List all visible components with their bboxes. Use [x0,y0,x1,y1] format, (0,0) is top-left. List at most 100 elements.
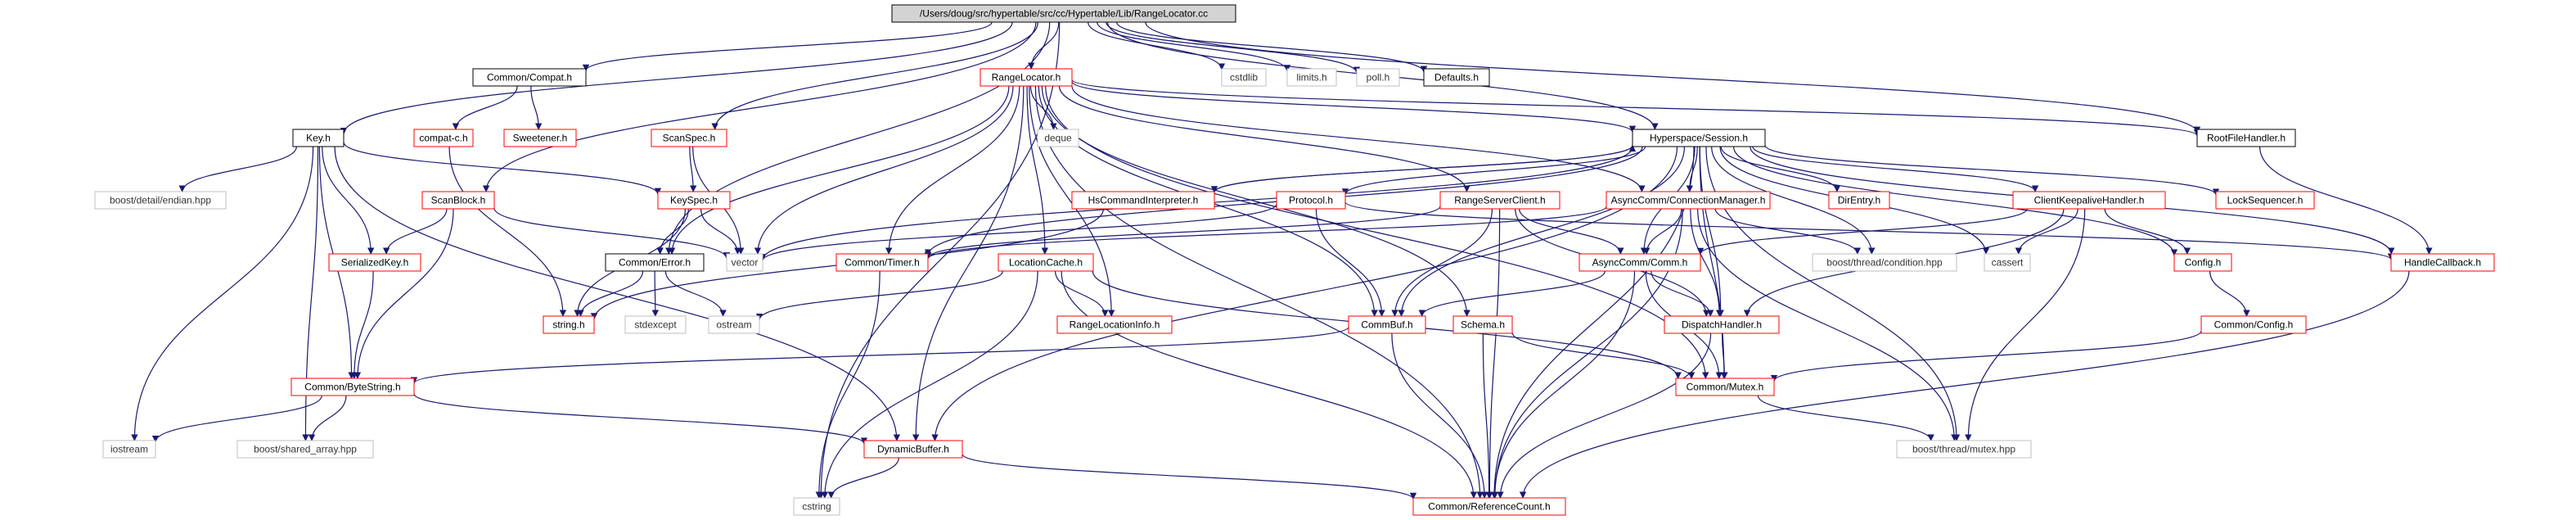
edge-bytestring-to-iostream [151,395,322,443]
node-box [2173,253,2232,272]
node-handlecb[interactable]: HandleCallback.h [2390,253,2495,272]
node-rangelocator[interactable]: RangeLocator.h [980,68,1073,87]
edge-schema-to-refcount [1482,332,1493,499]
edge-timer-to-cstring [815,270,880,499]
node-label: Common/Timer.h [844,257,920,269]
node-serializedkey[interactable]: SerializedKey.h [328,253,421,272]
node-dynbuf[interactable]: DynamicBuffer.h [863,440,963,459]
node-label: boost/thread/condition.hpp [1826,257,1943,269]
node-hyperspace[interactable]: Hyperspace/Session.h [1632,129,1766,147]
node-box [2215,191,2315,210]
node-label: Protocol.h [1289,195,1333,206]
node-timer[interactable]: Common/Timer.h [835,253,929,272]
node-connmgr[interactable]: AsyncComm/ConnectionManager.h [1605,191,1771,210]
node-box [624,315,687,334]
node-clientka[interactable]: ClientKeepaliveHandler.h [2012,191,2166,210]
edge-commonconfig-to-mutex [1770,330,2202,382]
node-protocol[interactable]: Protocol.h [1276,191,1346,210]
node-label: HandleCallback.h [2404,257,2481,269]
node-keyspec[interactable]: KeySpec.h [657,191,731,210]
node-box [1412,497,1566,516]
nodes-layer: /Users/doug/src/hypertable/src/cc/Hypert… [94,4,2495,516]
edge-hyperspace-to-locksequencer [1764,145,2220,196]
node-box [1812,253,1957,272]
node-direntry[interactable]: DirEntry.h [1828,191,1890,210]
edge-hyperspace-to-condition [1711,146,1876,255]
node-box [980,68,1073,87]
edge-bytestring-to-sharedarray [308,395,347,441]
node-stringh[interactable]: string.h [543,315,595,334]
node-box [236,440,374,459]
node-box [726,253,763,272]
node-rsclient[interactable]: RangeServerClient.h [1439,191,1560,210]
node-label: DirEntry.h [1838,195,1880,206]
node-locksequencer[interactable]: LockSequencer.h [2215,191,2315,210]
node-box [657,191,731,210]
node-commonconfig[interactable]: Common/Config.h [2200,315,2307,334]
edge-key-to-serializedkey [322,146,375,255]
node-label: LocationCache.h [1009,257,1083,269]
edge-compatc-to-stringh [448,146,567,317]
node-box [503,129,577,147]
edge-config-to-commonconfig [2209,270,2250,317]
node-label: LockSequencer.h [2227,195,2304,206]
edge-hyperspace-to-mutex [1699,146,1728,379]
node-config[interactable]: Config.h [2173,253,2232,272]
edge-key-to-sharedarray [302,146,319,441]
node-compatc[interactable]: compat-c.h [413,129,474,147]
node-loccache[interactable]: LocationCache.h [998,253,1094,272]
edge-dispatch-to-refcount [1497,332,1712,499]
edge-rangelocator-to-vector [754,85,1014,255]
edge-connmgr-to-timer [924,206,1607,260]
edge-bytestring-to-dynbuf [413,393,868,445]
node-label: Hyperspace/Session.h [1650,133,1748,144]
node-scanspec[interactable]: ScanSpec.h [651,129,727,147]
node-box [891,4,1236,23]
node-label: stdexcept [634,319,677,331]
node-box [1071,191,1215,210]
node-schema[interactable]: Schema.h [1452,315,1513,334]
node-label: ClientKeepaliveHandler.h [2034,195,2145,206]
node-refcount[interactable]: Common/ReferenceCount.h [1412,497,1566,516]
node-rangelocinfo[interactable]: RangeLocationInfo.h [1056,315,1173,334]
node-box [1356,68,1400,87]
node-error[interactable]: Common/Error.h [605,253,705,272]
edge-key-to-iostream [131,146,314,441]
node-dispatch[interactable]: DispatchHandler.h [1664,315,1780,334]
node-box [292,129,345,147]
edge-keyspec-to-error [656,208,689,255]
edge-hyperspace-to-commbuf [1398,146,1686,317]
node-label: Sweetener.h [513,133,568,144]
node-root[interactable]: /Users/doug/src/hypertable/src/cc/Hypert… [891,4,1236,23]
node-label: compat-c.h [419,133,467,144]
edge-clientka-to-cassert [2015,208,2078,255]
node-sweetener[interactable]: Sweetener.h [503,129,577,147]
node-label: boost/shared_array.hpp [254,444,357,455]
node-label: ostream [716,319,751,331]
node-label: Common/ReferenceCount.h [1428,501,1550,513]
node-box [1286,68,1337,87]
node-compat[interactable]: Common/Compat.h [472,68,587,87]
node-hscmd[interactable]: HsCommandInterpreter.h [1071,191,1215,210]
node-scanblock[interactable]: ScanBlock.h [421,191,495,210]
node-commbuf[interactable]: CommBuf.h [1348,315,1426,334]
edge-root-to-scanspec [711,21,1038,130]
node-mutex[interactable]: Common/Mutex.h [1675,378,1775,396]
edge-serializedkey-to-bytestring [350,270,374,379]
edge-rootfile-to-handlecb [2259,146,2433,255]
node-label: Defaults.h [1434,72,1479,84]
edge-loccache-to-refcount [1061,270,1478,499]
node-label: Key.h [306,133,331,144]
node-box [1675,378,1775,396]
node-label: Common/Mutex.h [1687,382,1764,393]
node-box [2196,129,2296,147]
node-asynccomm[interactable]: AsyncComm/Comm.h [1578,253,1701,272]
node-bytestring[interactable]: Common/ByteString.h [290,378,415,396]
node-box [1896,440,2032,459]
edge-scanblock-to-vector [493,207,731,260]
node-box [998,253,1094,272]
node-defaults[interactable]: Defaults.h [1423,68,1490,87]
node-rootfile[interactable]: RootFileHandler.h [2196,129,2296,147]
edge-scanspec-to-keyspec [689,146,697,192]
node-key[interactable]: Key.h [292,129,345,147]
